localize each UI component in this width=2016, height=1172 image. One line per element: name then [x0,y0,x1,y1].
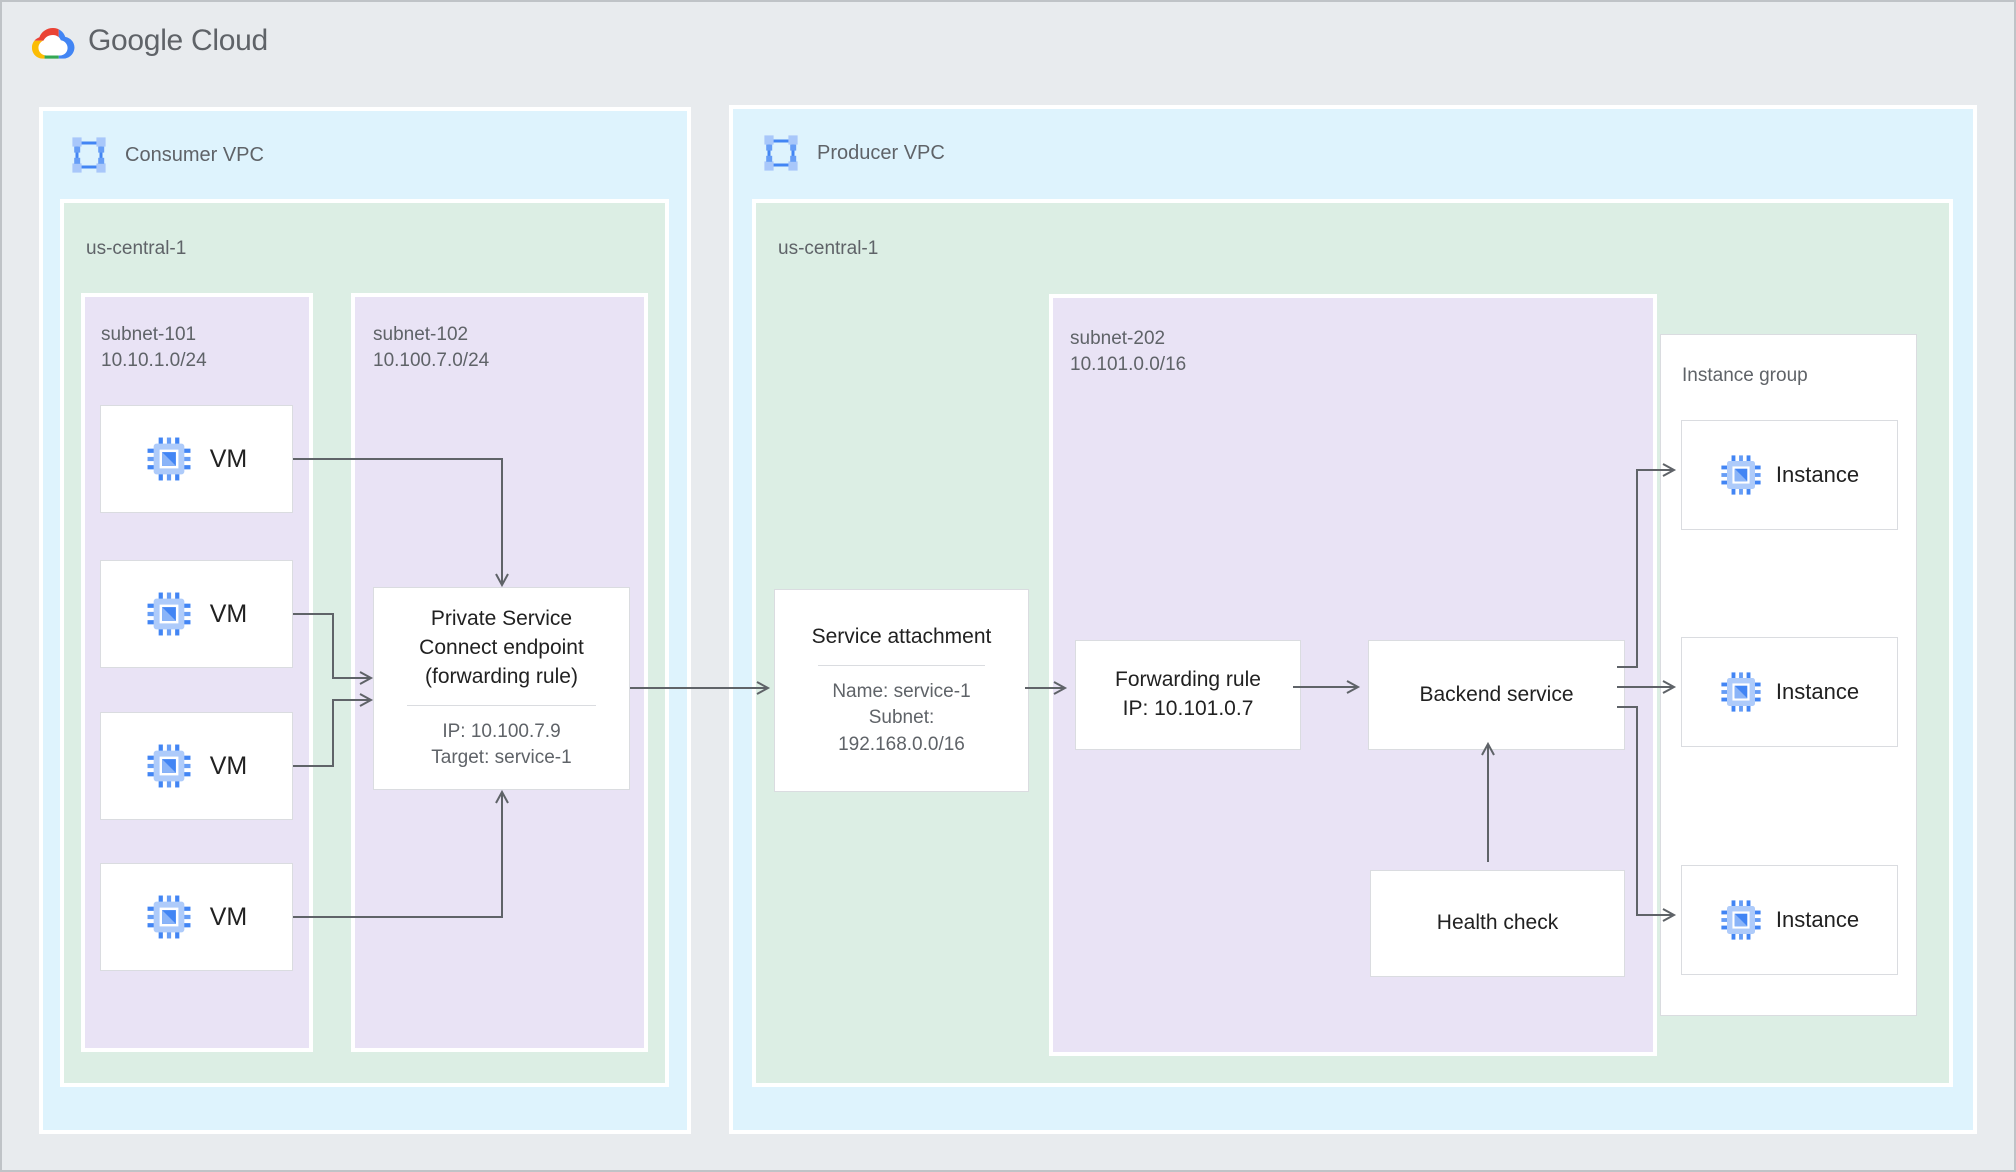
consumer-vpc-header: Consumer VPC [69,135,264,175]
vm-node-2: VM [100,560,293,668]
vm-node-3: VM [100,712,293,820]
instance-node-1: Instance [1681,420,1898,530]
compute-engine-icon [147,744,191,788]
google-cloud-logo-icon [30,22,76,59]
consumer-region-label: us-central-1 [86,238,187,259]
vm-label: VM [209,751,248,780]
instance-node-3: Instance [1681,865,1898,975]
compute-engine-icon [1721,672,1761,712]
psc-endpoint-ip: IP: 10.100.7.9 [442,720,561,742]
health-check-title: Health check [1436,911,1559,935]
forwarding-rule-title: Forwarding rule [1115,668,1261,692]
vpc-icon [70,135,108,175]
backend-service-title: Backend service [1419,682,1574,706]
compute-engine-icon [1721,455,1761,495]
compute-engine-icon [1721,900,1761,940]
compute-engine-icon [147,437,191,481]
vm-node-1: VM [100,405,293,513]
forwarding-rule-node: Forwarding rule IP: 10.101.0.7 [1075,640,1301,750]
producer-vpc-header: Producer VPC [761,133,945,173]
psc-endpoint-title: Private Service Connect endpoint (forwar… [419,606,584,688]
consumer-vpc-label: Consumer VPC [125,143,264,166]
psc-endpoint-node: Private Service Connect endpoint (forwar… [373,587,630,790]
instance-group-container: Instance group Instance Instance Instanc… [1660,334,1917,1016]
vm-label: VM [209,444,248,473]
vm-label: VM [209,902,248,931]
vm-label: VM [209,599,248,628]
divider [406,704,597,706]
instance-label: Instance [1775,907,1860,932]
compute-engine-icon [147,592,191,636]
google-cloud-logo: Google Cloud [30,22,268,59]
service-attachment-title: Service attachment [811,624,992,648]
producer-vpc-label: Producer VPC [817,141,945,164]
service-attachment-node: Service attachment Name: service-1 Subne… [774,589,1029,792]
instance-node-2: Instance [1681,637,1898,747]
service-attachment-subnet: Subnet: 192.168.0.0/16 [838,707,965,755]
health-check-node: Health check [1370,870,1625,977]
psc-endpoint-target: Target: service-1 [431,747,572,769]
backend-service-node: Backend service [1368,640,1625,750]
divider [818,664,985,666]
forwarding-rule-ip: IP: 10.101.0.7 [1122,697,1254,720]
compute-engine-icon [147,895,191,939]
producer-region-container: us-central-1 Service attachment Name: se… [752,199,1953,1087]
producer-vpc-container: Producer VPC us-central-1 Service attach… [729,105,1977,1134]
instance-label: Instance [1775,679,1860,704]
google-cloud-logo-text: Google Cloud [88,23,268,57]
service-attachment-name: Name: service-1 [832,680,971,702]
instance-label: Instance [1775,462,1860,487]
instance-group-label: Instance group [1682,365,1808,386]
vpc-icon [762,133,800,173]
vm-node-4: VM [100,863,293,971]
producer-region-label: us-central-1 [778,238,879,259]
